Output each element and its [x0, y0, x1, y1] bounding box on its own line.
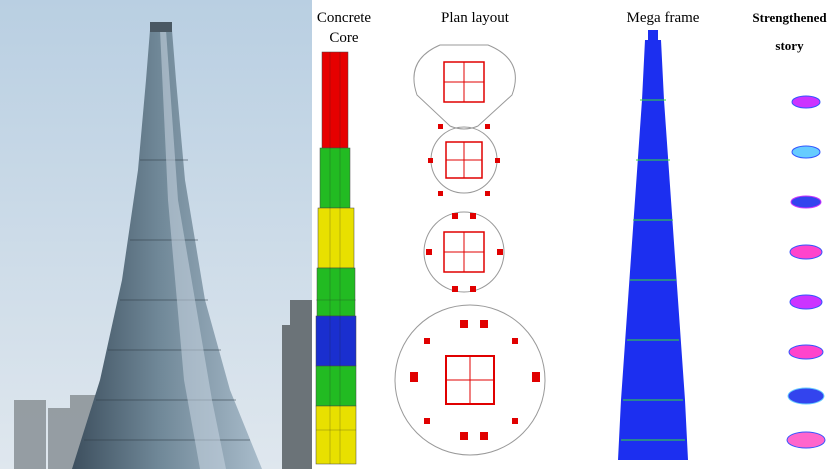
mega-frame-title: Mega frame: [626, 10, 700, 26]
concrete-core-model: [315, 51, 357, 465]
concrete-core-title-line2: Core: [329, 30, 359, 46]
plan-2: [428, 124, 500, 196]
mega-frame-panel: Mega frame: [588, 0, 738, 469]
plan-layout-panel: Plan layout: [380, 0, 570, 469]
plan-bottom: [394, 304, 546, 456]
mega-frame-model: [618, 30, 688, 460]
plan-3: [423, 211, 505, 293]
tower-photo: [0, 0, 312, 469]
strengthened-story-panel: Strengthened story: [740, 0, 839, 469]
plan-layout-drawings: [394, 44, 546, 456]
plan-top: [413, 44, 516, 130]
strengthened-story-models: [786, 95, 826, 449]
tower-photo-illustration: [0, 0, 312, 469]
concrete-core-panel: Concrete Core: [312, 0, 376, 469]
plan-layout-title: Plan layout: [441, 10, 509, 26]
concrete-core-title-line1: Concrete: [316, 10, 372, 26]
strengthened-story-title-line2: story: [775, 38, 804, 53]
strengthened-story-title-line1: Strengthened: [752, 10, 827, 25]
